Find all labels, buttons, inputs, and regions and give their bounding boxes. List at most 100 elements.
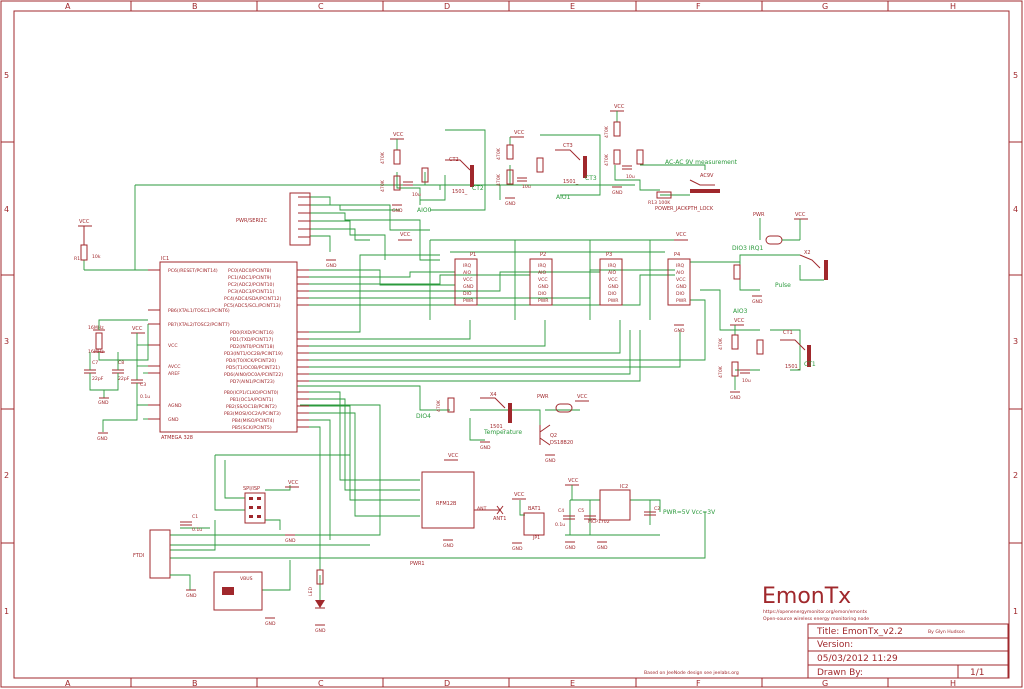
col-label: B xyxy=(192,679,198,688)
gnd-label: GND xyxy=(512,546,523,552)
cap-value: 10u xyxy=(742,378,751,384)
ct1-net-label: CT1 xyxy=(804,361,816,368)
r13-label: R13 100K xyxy=(648,200,671,206)
mcu-pin-label: PD5(T1/OC0B/PCINT21) xyxy=(226,365,280,371)
wires xyxy=(83,129,801,600)
temperature-label: Temperature xyxy=(483,429,522,436)
c3-label: C3 xyxy=(140,382,146,388)
col-label: H xyxy=(950,679,956,688)
port-pin: VCC xyxy=(463,277,473,283)
c2-label: C2 xyxy=(654,506,660,512)
port-ref: P3 xyxy=(606,252,612,258)
mcu-pin-label: AVCC xyxy=(168,364,180,370)
xtal-label: 16MHz xyxy=(88,325,104,331)
title-text: Title: EmonTx_v2.2 xyxy=(816,627,903,637)
q2-label: Q2 xyxy=(550,433,557,439)
vcc-label: VCC xyxy=(448,453,459,459)
res-value: 470K xyxy=(380,151,386,164)
port-pin: GND xyxy=(676,284,687,290)
port-pin: VCC xyxy=(676,277,686,283)
usb-connector: VBUS GND xyxy=(213,571,276,627)
res-value: 470K xyxy=(436,399,442,412)
c3-value: 0.1u xyxy=(140,394,150,400)
port-pin: PWR xyxy=(463,298,474,304)
col-label: C xyxy=(318,2,324,11)
c4-label: C4 xyxy=(558,508,564,514)
port-ref: P2 xyxy=(540,252,546,258)
col-label: E xyxy=(570,679,575,688)
c7-value: 22pF xyxy=(92,376,104,382)
mcu-pin-label: GND xyxy=(168,417,179,423)
row-label: 5 xyxy=(1013,71,1018,80)
pwr1-label: PWR1 xyxy=(410,561,425,567)
pwr-seri2c-header: PWR/SERI2C xyxy=(236,192,311,246)
port-pin: VCC xyxy=(608,277,618,283)
x2-label: X2 xyxy=(804,250,811,256)
mcu-pin-label: PB7(XTAL2/TOSC2/PCINT7) xyxy=(168,322,230,328)
col-label: A xyxy=(65,679,71,688)
logo-tagline: Open-source wireless energy monitoring n… xyxy=(763,616,869,622)
port-pin: GND xyxy=(463,284,474,290)
mcu-ref: IC1 xyxy=(161,256,169,262)
port-vcc-gnd: VCC GND VCC GND xyxy=(326,232,688,334)
col-label: F xyxy=(696,679,701,688)
vcc-label: VCC xyxy=(568,478,579,484)
port-pin: DIO xyxy=(608,291,617,297)
pwr-vcc-label: PWR=5V Vcc=3V xyxy=(663,509,716,516)
logo-url: https://openenergymonitor.org/emon/emont… xyxy=(763,609,867,615)
x4-label: X4 xyxy=(490,392,497,398)
ds18b20-label: DS18B20 xyxy=(550,440,573,446)
mcu-pin-label: PD7(AIN1/PCINT23) xyxy=(230,379,275,385)
title-block: EmonTx https://openenergymonitor.org/emo… xyxy=(644,584,1009,679)
ac9v-label: AC9V xyxy=(700,173,714,179)
vcc-label: VCC xyxy=(400,232,411,238)
c7-label: C7 xyxy=(92,360,98,366)
ct3-input: VCC 470K 470K 10u GND CT3 1501_ CT3 AIO1 xyxy=(496,130,597,207)
port-p2: P2 IRQ AIO VCC GND DIO PWR xyxy=(529,252,553,306)
gnd-label: GND xyxy=(565,545,576,551)
row-label: 2 xyxy=(1013,471,1018,480)
usb-label: VBUS xyxy=(240,576,253,582)
mcu-pin-label: VCC xyxy=(168,343,178,349)
credit-text: Based on JeeNode design see jeelabs.org xyxy=(644,670,739,676)
ac-measurement-label: AC-AC 9V measurement xyxy=(665,159,738,166)
row-label: 3 xyxy=(1013,337,1018,346)
mcu-pin-label: PB2(SS/OC1B/PCINT2) xyxy=(226,404,277,410)
gnd-label: GND xyxy=(326,263,337,269)
ftdi-header: C1 0.1u FTDI GND PWR1 xyxy=(133,514,425,599)
rfm-label: RFM12B xyxy=(436,501,457,507)
port-pin: GND xyxy=(608,284,619,290)
battery-jumper: VCC BAT1 JP1 GND xyxy=(512,492,545,552)
row-label: 1 xyxy=(1013,607,1018,616)
mcu-pin-label: PC3(ADC3/PCINT11) xyxy=(228,289,274,295)
port-pin: PWR xyxy=(538,298,549,304)
c1-value: 0.1u xyxy=(192,527,202,533)
row-label: 4 xyxy=(4,205,9,214)
jp1-label: JP1 xyxy=(532,535,540,541)
col-label: F xyxy=(696,2,701,11)
port-pin: IRQ xyxy=(676,263,685,269)
spi-label: SPI/ISP xyxy=(243,486,260,492)
frame-column-labels-top: A B C D E F G H xyxy=(65,2,956,11)
mcu-ic1: IC1 ATMEGA 328 PC6(/RESET/PCINT14) PB6(X… xyxy=(148,256,309,441)
mcu-pin-label: PB3(MOSI/OC2A/PCINT3) xyxy=(224,411,281,417)
vcc-label: VCC xyxy=(734,318,745,324)
power-jack-label: POWER_JACKPTH_LOCK xyxy=(655,206,714,212)
frame-row-labels: 5 4 3 2 1 5 4 3 2 1 xyxy=(4,71,1018,616)
mcu-pin-label: PB5(SCK/PCINT5) xyxy=(232,425,272,431)
gnd-label: GND xyxy=(674,328,685,334)
pwr-label: PWR xyxy=(537,394,549,400)
ftdi-label: FTDI xyxy=(133,553,144,559)
vcc-label: VCC xyxy=(514,130,525,136)
col-label: D xyxy=(444,2,450,11)
port-pin: PWR xyxy=(676,298,687,304)
voltage-regulator: VCC IC2 MCP1702 C4 0.1u C5 C2 PWR=5V Vcc… xyxy=(555,478,716,551)
ct2-input: VCC 470K 470K 10u GND CT2 1501_ CT2 AIO0 xyxy=(380,132,484,214)
ct3-label: CT3 xyxy=(563,143,573,149)
gnd-label: GND xyxy=(612,190,623,196)
vcc-label: VCC xyxy=(614,104,625,110)
port-p4: P4 IRQ AIO VCC GND DIO PWR xyxy=(667,252,691,306)
jack-label: 1501_ xyxy=(563,179,579,185)
ct1-input: AIO3 VCC 470K 470K 10u GND CT1 1501_ CT1 xyxy=(718,308,816,401)
